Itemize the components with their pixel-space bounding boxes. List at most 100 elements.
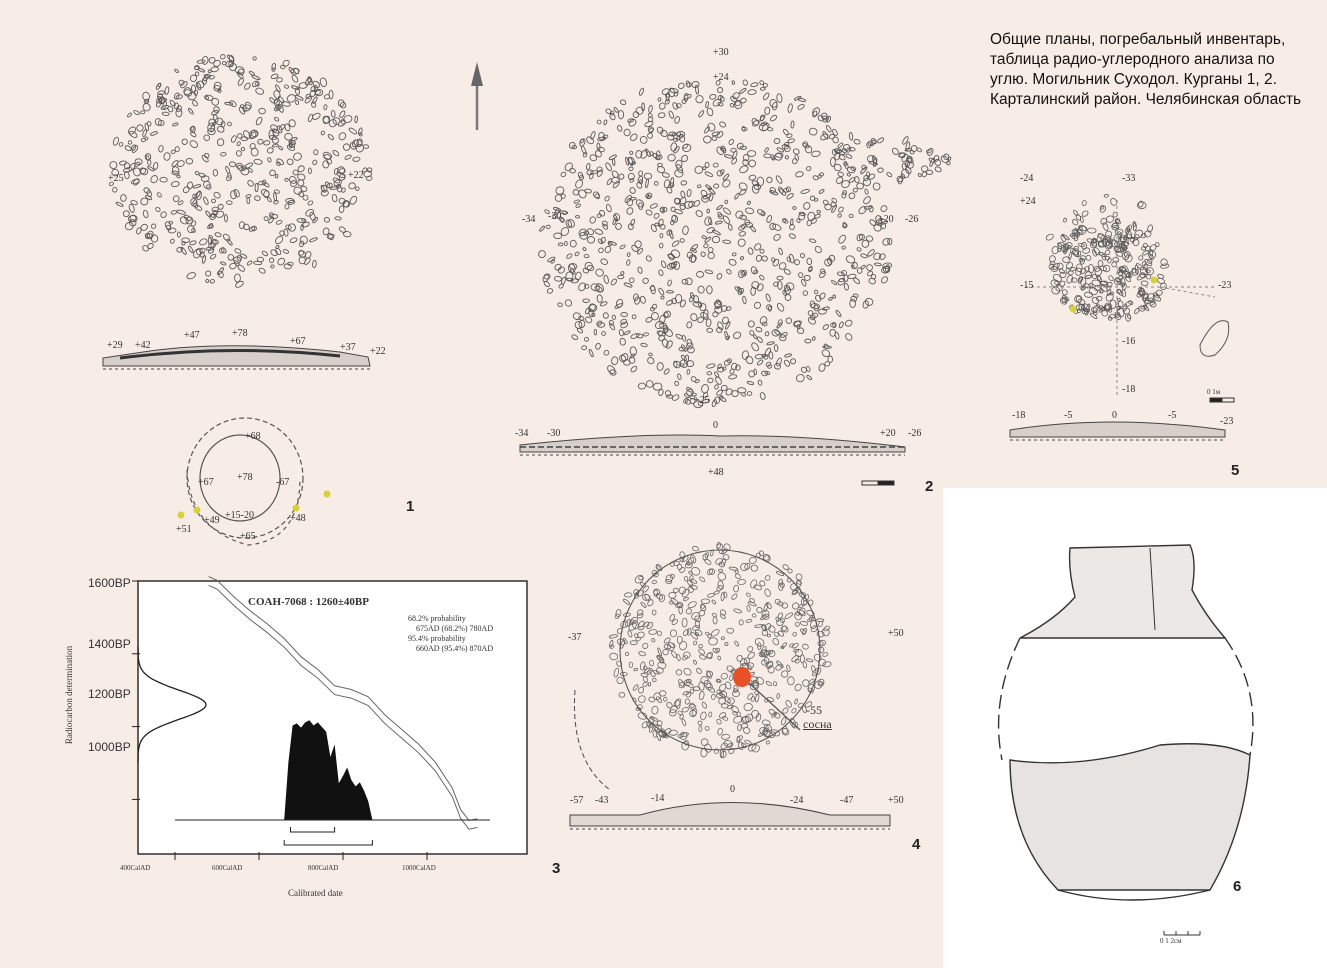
stone	[665, 340, 673, 349]
stone	[326, 233, 335, 239]
stone	[571, 145, 578, 150]
stone	[1073, 245, 1079, 251]
stone	[599, 301, 608, 307]
stone	[578, 282, 586, 292]
plan4-profile-mark: +50	[888, 795, 904, 806]
stone	[569, 239, 577, 248]
stone	[227, 254, 235, 261]
stone	[766, 304, 773, 311]
stone	[288, 175, 297, 184]
stone	[271, 67, 276, 72]
stone	[822, 130, 829, 140]
stone	[618, 173, 625, 180]
stone	[626, 207, 634, 215]
stone	[174, 146, 180, 153]
stone	[642, 642, 649, 649]
stone	[1096, 303, 1100, 309]
stone	[669, 614, 675, 622]
stone	[284, 203, 290, 210]
stone	[631, 161, 636, 165]
stone	[873, 252, 882, 261]
stone	[816, 630, 825, 638]
stone	[766, 341, 775, 346]
plan2-side-mark: -34	[522, 214, 536, 225]
stone	[1131, 268, 1139, 276]
stone	[255, 116, 263, 126]
stone	[659, 224, 666, 230]
stone	[1138, 200, 1144, 208]
stone	[625, 618, 632, 628]
stone	[716, 327, 723, 333]
stone	[604, 195, 610, 202]
calibration-curve	[208, 576, 478, 830]
plan2-profile-mark: -30	[547, 428, 561, 439]
plan1-top-mark: +22	[348, 170, 364, 181]
stone	[763, 92, 770, 101]
stone	[584, 307, 591, 315]
stone	[572, 189, 580, 196]
stone	[307, 78, 313, 83]
stone	[237, 264, 246, 272]
stone	[648, 104, 653, 113]
stone	[848, 131, 854, 141]
stone	[1064, 242, 1073, 250]
stone	[773, 631, 779, 637]
stone	[199, 247, 206, 254]
stone	[777, 280, 783, 290]
stone	[211, 97, 220, 106]
stone	[679, 551, 686, 560]
stone	[719, 121, 727, 128]
stone	[639, 136, 648, 144]
stone	[606, 178, 613, 186]
stone	[728, 566, 739, 571]
stone	[1107, 316, 1113, 321]
stone	[1084, 307, 1089, 316]
stone	[812, 107, 820, 117]
stone	[543, 273, 551, 280]
stone	[160, 211, 167, 218]
plan4-profile-mark: -47	[840, 795, 854, 806]
stone	[618, 329, 625, 337]
stone	[653, 212, 660, 219]
stone	[285, 198, 295, 204]
stone	[592, 191, 600, 199]
stone	[843, 274, 849, 283]
stone	[736, 735, 743, 742]
stone	[678, 681, 686, 689]
stone	[679, 731, 688, 740]
stone	[771, 257, 776, 263]
stone	[595, 268, 604, 277]
stone	[545, 224, 551, 229]
stone	[698, 725, 703, 733]
stone	[623, 282, 633, 288]
xtick-600: 600CalAD	[212, 864, 243, 872]
stone	[783, 359, 791, 367]
stone	[628, 166, 634, 172]
stone	[792, 148, 800, 155]
stone	[1092, 310, 1098, 316]
stone	[1071, 229, 1081, 237]
stone	[628, 356, 636, 364]
stone	[699, 576, 706, 583]
stone	[687, 580, 694, 587]
stone	[611, 170, 619, 178]
stone	[275, 219, 283, 225]
stone	[731, 80, 735, 85]
stone	[676, 131, 682, 137]
stone	[734, 99, 743, 110]
stone	[750, 266, 758, 275]
stone	[544, 209, 550, 215]
stone	[788, 233, 796, 239]
stone	[814, 245, 822, 254]
stone	[342, 200, 351, 208]
stone	[268, 257, 275, 264]
stone	[586, 136, 595, 145]
stone	[800, 597, 808, 606]
stone	[728, 374, 738, 380]
stone	[144, 122, 150, 132]
stone	[670, 598, 679, 606]
stone	[338, 226, 346, 233]
figure-number-1: 1	[406, 498, 415, 515]
stone	[134, 158, 143, 166]
stone	[338, 173, 346, 181]
